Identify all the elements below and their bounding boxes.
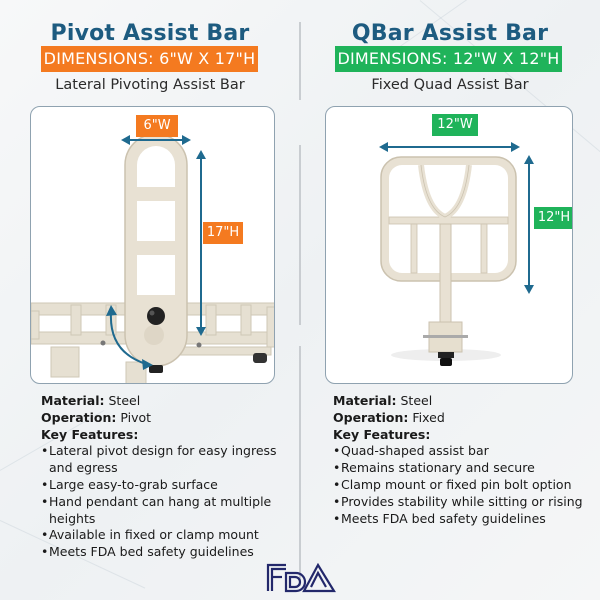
column-divider: [299, 145, 301, 325]
feature-item: Provides stability while sitting or risi…: [333, 494, 583, 511]
product-specs: Material: Steel Operation: Pivot Key Fea…: [41, 393, 281, 561]
feature-item: Meets FDA bed safety guidelines: [333, 511, 583, 528]
material-label: Material:: [41, 393, 105, 408]
feature-item: Hand pendant can hang at multiple height…: [41, 494, 281, 528]
feature-item: Remains stationary and secure: [333, 460, 583, 477]
product-image-qbar: 12"W 12"H: [325, 106, 573, 384]
fda-logo: [266, 562, 336, 593]
width-label: 12"W: [432, 114, 478, 136]
product-specs: Material: Steel Operation: Fixed Key Fea…: [333, 393, 583, 527]
operation-value: Pivot: [120, 409, 152, 425]
feature-item: Large easy-to-grab surface: [41, 477, 281, 494]
dimensions-badge: DIMENSIONS: 6"W X 17"H: [41, 46, 258, 72]
features-list: Lateral pivot design for easy ingress an…: [41, 443, 281, 561]
pivot-bar-illustration: [31, 133, 274, 383]
column-divider: [299, 22, 301, 100]
material-label: Material:: [333, 393, 397, 408]
material-row: Material: Steel: [41, 393, 281, 410]
product-title: Pivot Assist Bar: [50, 21, 250, 46]
height-label: 17"H: [203, 222, 243, 244]
operation-label: Operation:: [333, 409, 409, 425]
operation-row: Operation: Fixed: [333, 410, 583, 427]
features-heading: Key Features:: [41, 426, 139, 442]
material-value: Steel: [400, 393, 433, 408]
dimensions-badge: DIMENSIONS: 12"W X 12"H: [335, 46, 562, 72]
material-value: Steel: [108, 393, 141, 408]
product-subtitle: Lateral Pivoting Assist Bar: [55, 77, 245, 93]
product-subtitle: Fixed Quad Assist Bar: [371, 77, 529, 93]
column-divider: [299, 346, 301, 586]
feature-item: Clamp mount or fixed pin bolt option: [333, 477, 583, 494]
feature-item: Quad-shaped assist bar: [333, 443, 583, 460]
feature-item: Available in fixed or clamp mount: [41, 527, 281, 544]
feature-item: Lateral pivot design for easy ingress an…: [41, 443, 281, 477]
features-heading: Key Features:: [333, 426, 431, 442]
product-title: QBar Assist Bar: [351, 21, 549, 46]
operation-label: Operation:: [41, 409, 117, 425]
width-label: 6"W: [136, 115, 178, 137]
feature-item: Meets FDA bed safety guidelines: [41, 544, 281, 561]
material-row: Material: Steel: [333, 393, 583, 410]
operation-row: Operation: Pivot: [41, 410, 281, 427]
qbar-illustration: [379, 142, 534, 366]
height-label: 12"H: [534, 207, 572, 229]
features-list: Quad-shaped assist bar Remains stationar…: [333, 443, 583, 527]
operation-value: Fixed: [412, 409, 445, 425]
product-image-pivot-bar: 6"W 17"H: [30, 106, 275, 384]
fda-logo-icon: [266, 562, 336, 593]
